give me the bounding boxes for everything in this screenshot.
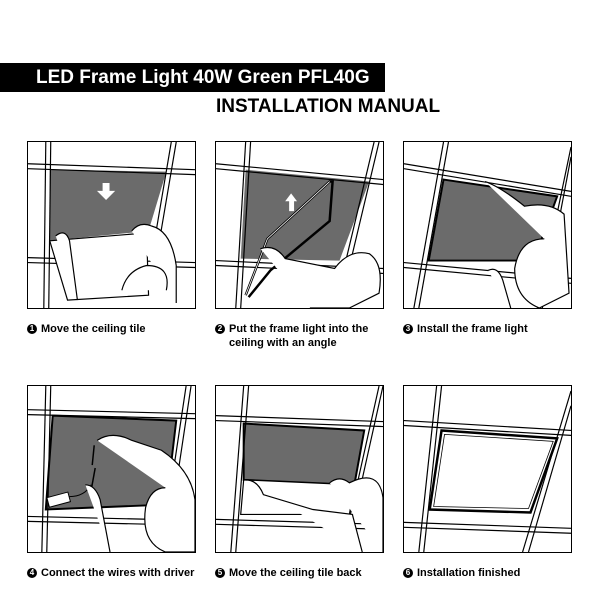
tile-replacement-drawing <box>216 386 383 552</box>
step-2-caption: 2 Put the frame light into the ceiling w… <box>215 322 368 350</box>
step-3-caption: 3 Install the frame light <box>403 322 528 336</box>
step-number-badge: 5 <box>215 568 225 578</box>
caption-line: Put the frame light into the <box>229 323 369 335</box>
caption-line: Installation finished <box>417 567 521 579</box>
installed-frame-drawing <box>404 386 571 552</box>
step-4-caption: 4 Connect the wires with driver <box>27 566 194 580</box>
document-title: LED Frame Light 40W Green PFL40G <box>36 67 370 88</box>
caption-line: ceiling with an angle <box>229 337 337 349</box>
step-6-illustration <box>403 385 572 553</box>
caption-line: Move the ceiling tile <box>41 323 146 335</box>
ceiling-tile-removal-drawing <box>28 142 195 308</box>
step-number-badge: 1 <box>27 324 37 334</box>
wire-connection-drawing <box>28 386 195 552</box>
step-6-caption: 6 Installation finished <box>403 566 520 580</box>
step-1-illustration <box>27 141 196 309</box>
step-number-badge: 3 <box>403 324 413 334</box>
frame-insertion-drawing <box>216 142 383 308</box>
step-number-badge: 6 <box>403 568 413 578</box>
step-4-illustration <box>27 385 196 553</box>
caption-line: Install the frame light <box>417 323 528 335</box>
title-bar: LED Frame Light 40W Green PFL40G <box>0 63 385 92</box>
document-subtitle: INSTALLATION MANUAL <box>216 96 441 117</box>
step-5-illustration <box>215 385 384 553</box>
caption-line: Move the ceiling tile back <box>229 567 362 579</box>
caption-line: Connect the wires with driver <box>41 567 195 579</box>
step-number-badge: 4 <box>27 568 37 578</box>
step-2-illustration <box>215 141 384 309</box>
step-5-caption: 5 Move the ceiling tile back <box>215 566 362 580</box>
step-1-caption: 1 Move the ceiling tile <box>27 322 146 336</box>
step-3-illustration <box>403 141 572 309</box>
step-number-badge: 2 <box>215 324 225 334</box>
frame-installation-drawing <box>404 142 571 308</box>
